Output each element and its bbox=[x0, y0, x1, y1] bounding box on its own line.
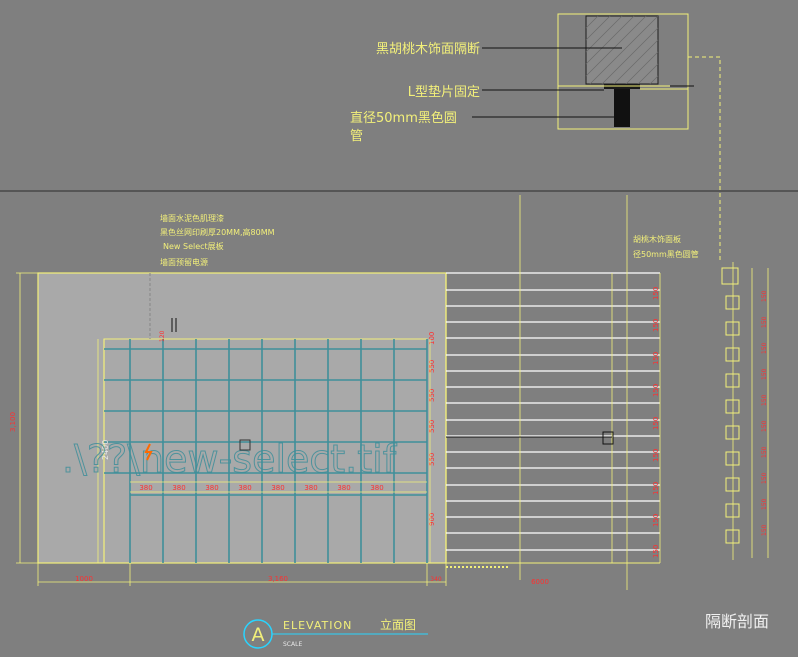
walnut-panel-hatch bbox=[585, 15, 659, 85]
rail-spacing-7: 150 bbox=[652, 482, 660, 495]
section-spacing-7: 150 bbox=[761, 446, 768, 458]
title-scale: SCALE bbox=[283, 641, 302, 648]
rail-notes: 胡桃木饰面板 径50mm黑色圆管 bbox=[633, 234, 699, 259]
section-callout-line bbox=[688, 56, 721, 262]
row-height-3: 550 bbox=[428, 389, 436, 402]
note-power: 墙面预留电源 bbox=[160, 257, 208, 267]
note-display-board: New Select展板 bbox=[163, 241, 224, 251]
note-print: 黑色丝网印刷厚20MM,高80MM bbox=[160, 227, 275, 237]
bay-width-3: 380 bbox=[205, 484, 218, 492]
section-spacing-labels: 150 150 150 150 150 150 150 150 150 150 bbox=[761, 290, 768, 536]
bottom-dim-left: 1000 bbox=[75, 575, 93, 583]
note-black-pipe: 径50mm黑色圆管 bbox=[633, 249, 699, 259]
bottom-dim-middle: 3,160 bbox=[268, 575, 288, 583]
note-wall-paint: 墙面水泥色肌理漆 bbox=[160, 213, 224, 223]
total-height-label: 3,100 bbox=[9, 412, 17, 432]
bay-width-1: 380 bbox=[139, 484, 152, 492]
section-spacing-1: 150 bbox=[761, 290, 768, 302]
row-height-2: 550 bbox=[428, 360, 436, 373]
section-spacing-4: 150 bbox=[761, 368, 768, 380]
row-height-labels: 100 550 550 550 550 900 bbox=[428, 332, 436, 526]
elevation: 380 380 380 380 380 380 380 380 100 550 … bbox=[9, 213, 447, 586]
label-walnut-panel: 黑胡桃木饰面隔断 bbox=[376, 42, 480, 57]
rail-spacing-4: 150 bbox=[652, 384, 660, 397]
label-black-pipe-line2: 管 bbox=[350, 129, 363, 144]
bay-width-4: 380 bbox=[238, 484, 251, 492]
bottom-dim-right: 6000 bbox=[531, 578, 549, 586]
section-title: 隔断剖面 bbox=[705, 612, 769, 631]
row-height-5: 550 bbox=[428, 453, 436, 466]
rail-lines bbox=[446, 272, 660, 551]
section-spacing-2: 150 bbox=[761, 316, 768, 328]
wall bbox=[37, 272, 447, 564]
section-detail: 黑胡桃木饰面隔断 L型垫片固定 直径50mm黑色圆 管 bbox=[350, 13, 721, 262]
rail-spacing-6: 150 bbox=[652, 449, 660, 462]
panel-grid bbox=[104, 339, 428, 563]
section-spacing-6: 150 bbox=[761, 420, 768, 432]
panel-height-label: 2400 bbox=[101, 440, 110, 460]
title-elevation-cn: 立面图 bbox=[380, 617, 416, 632]
bottom-dim-small: 340 bbox=[430, 576, 442, 583]
section-spacing-5: 150 bbox=[761, 394, 768, 406]
rail-spacing-2: 150 bbox=[652, 319, 660, 332]
detail-frame bbox=[557, 13, 689, 130]
snap-marker bbox=[239, 439, 251, 451]
rail-spacing-9: 150 bbox=[652, 545, 660, 558]
rail-spacing-1: 150 bbox=[652, 287, 660, 300]
power-symbol-icon bbox=[144, 443, 153, 461]
watermark-text: .\??\new-select.tif bbox=[62, 437, 398, 481]
partition-section: 150 150 150 150 150 150 150 150 150 150 bbox=[721, 262, 769, 560]
partition-rails: 150 150 150 150 150 150 150 150 150 6000… bbox=[445, 195, 699, 590]
rail-spacing-5: 150 bbox=[652, 417, 660, 430]
section-spacing-3: 150 bbox=[761, 342, 768, 354]
elevation-notes: 墙面水泥色肌理漆 黑色丝网印刷厚20MM,高80MM New Select展板 … bbox=[160, 213, 275, 267]
section-boxes bbox=[721, 267, 740, 544]
bay-labels: 380 380 380 380 380 380 380 380 bbox=[139, 484, 383, 492]
title-block: A ELEVATION 立面图 SCALE 隔断剖面 bbox=[243, 612, 769, 649]
bay-width-8: 380 bbox=[370, 484, 383, 492]
label-l-bracket: L型垫片固定 bbox=[408, 84, 480, 100]
section-spacing-8: 150 bbox=[761, 472, 768, 484]
bay-width-2: 380 bbox=[172, 484, 185, 492]
section-spacing-10: 150 bbox=[761, 524, 768, 536]
note-walnut-board: 胡桃木饰面板 bbox=[633, 234, 681, 244]
rail-spacing-3: 150 bbox=[652, 352, 660, 365]
rail-spacing-labels: 150 150 150 150 150 150 150 150 150 bbox=[652, 287, 660, 558]
section-spacing-9: 150 bbox=[761, 498, 768, 510]
title-elevation-en: ELEVATION bbox=[283, 619, 352, 632]
bay-dimension-row bbox=[130, 481, 427, 493]
small-tick-label: 120 bbox=[159, 330, 166, 342]
hatch-lines bbox=[585, 15, 659, 85]
row-height-1: 100 bbox=[428, 332, 436, 345]
black-pipe bbox=[614, 89, 630, 127]
rail-spacing-8: 150 bbox=[652, 514, 660, 527]
row-height-4: 550 bbox=[428, 420, 436, 433]
bay-width-5: 380 bbox=[271, 484, 284, 492]
title-marker-letter: A bbox=[252, 624, 265, 646]
label-black-pipe-line1: 直径50mm黑色圆 bbox=[350, 110, 457, 126]
bay-width-7: 380 bbox=[337, 484, 350, 492]
row-height-6: 900 bbox=[428, 513, 436, 526]
bay-width-6: 380 bbox=[304, 484, 317, 492]
